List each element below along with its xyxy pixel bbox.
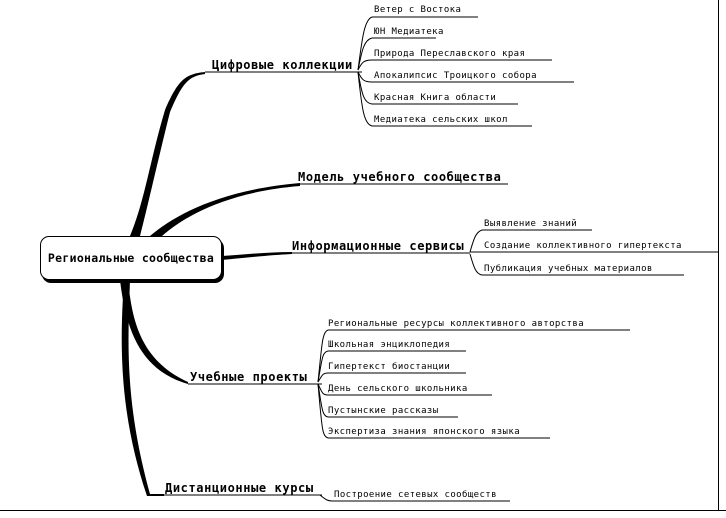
leaf-node[interactable]: Красная Книга области	[374, 93, 497, 103]
trunk-information-services	[222, 252, 292, 260]
leaf-node[interactable]: Природа Переславского края	[374, 49, 526, 59]
leaf-node[interactable]: День сельского школьника	[328, 384, 468, 394]
leaf-node[interactable]: Создание коллективного гипертекста	[484, 241, 682, 251]
leaf-node[interactable]: Медиатека сельских школ	[374, 115, 508, 125]
leaf-node[interactable]: Пустынские рассказы	[328, 406, 439, 416]
leaf-node[interactable]: Выявление знаний	[484, 219, 578, 229]
window-edge-right	[718, 0, 726, 518]
branch-distance-courses[interactable]: Дистанционные курсы	[165, 481, 314, 495]
branch-learning-community-model[interactable]: Модель учебного сообщества	[298, 170, 502, 184]
leaf-node[interactable]: Апокалипсис Троицкого собора	[374, 71, 537, 81]
branch-digital-collections[interactable]: Цифровые коллекции	[212, 58, 353, 72]
leaf-node[interactable]: Экспертиза знания японского языка	[328, 427, 521, 437]
trunk-learning-community	[150, 183, 300, 236]
window-edge-bottom	[0, 510, 726, 518]
trunk-learning-projects	[120, 280, 188, 384]
root-node[interactable]: Региональные сообщества	[40, 236, 222, 280]
trunk-distance-courses	[121, 280, 164, 496]
leaf-node[interactable]: Гипертекст биостанции	[328, 362, 451, 372]
leaf-node[interactable]: Построение сетевых сообществ	[334, 490, 497, 500]
branch-learning-projects[interactable]: Учебные проекты	[190, 370, 308, 384]
leaf-node[interactable]: Публикация учебных материалов	[484, 264, 653, 274]
trunk-digital-collections	[130, 72, 205, 236]
leaf-node[interactable]: Региональные ресурсы коллективного автор…	[328, 319, 585, 329]
branch-information-services[interactable]: Информационные сервисы	[292, 239, 465, 253]
root-node-label: Региональные сообщества	[47, 251, 215, 265]
leaf-node[interactable]: ЮН Медиатека	[374, 27, 444, 37]
leaf-node[interactable]: Ветер с Востока	[374, 5, 462, 15]
leaf-node[interactable]: Школьная энциклопедия	[328, 340, 451, 350]
